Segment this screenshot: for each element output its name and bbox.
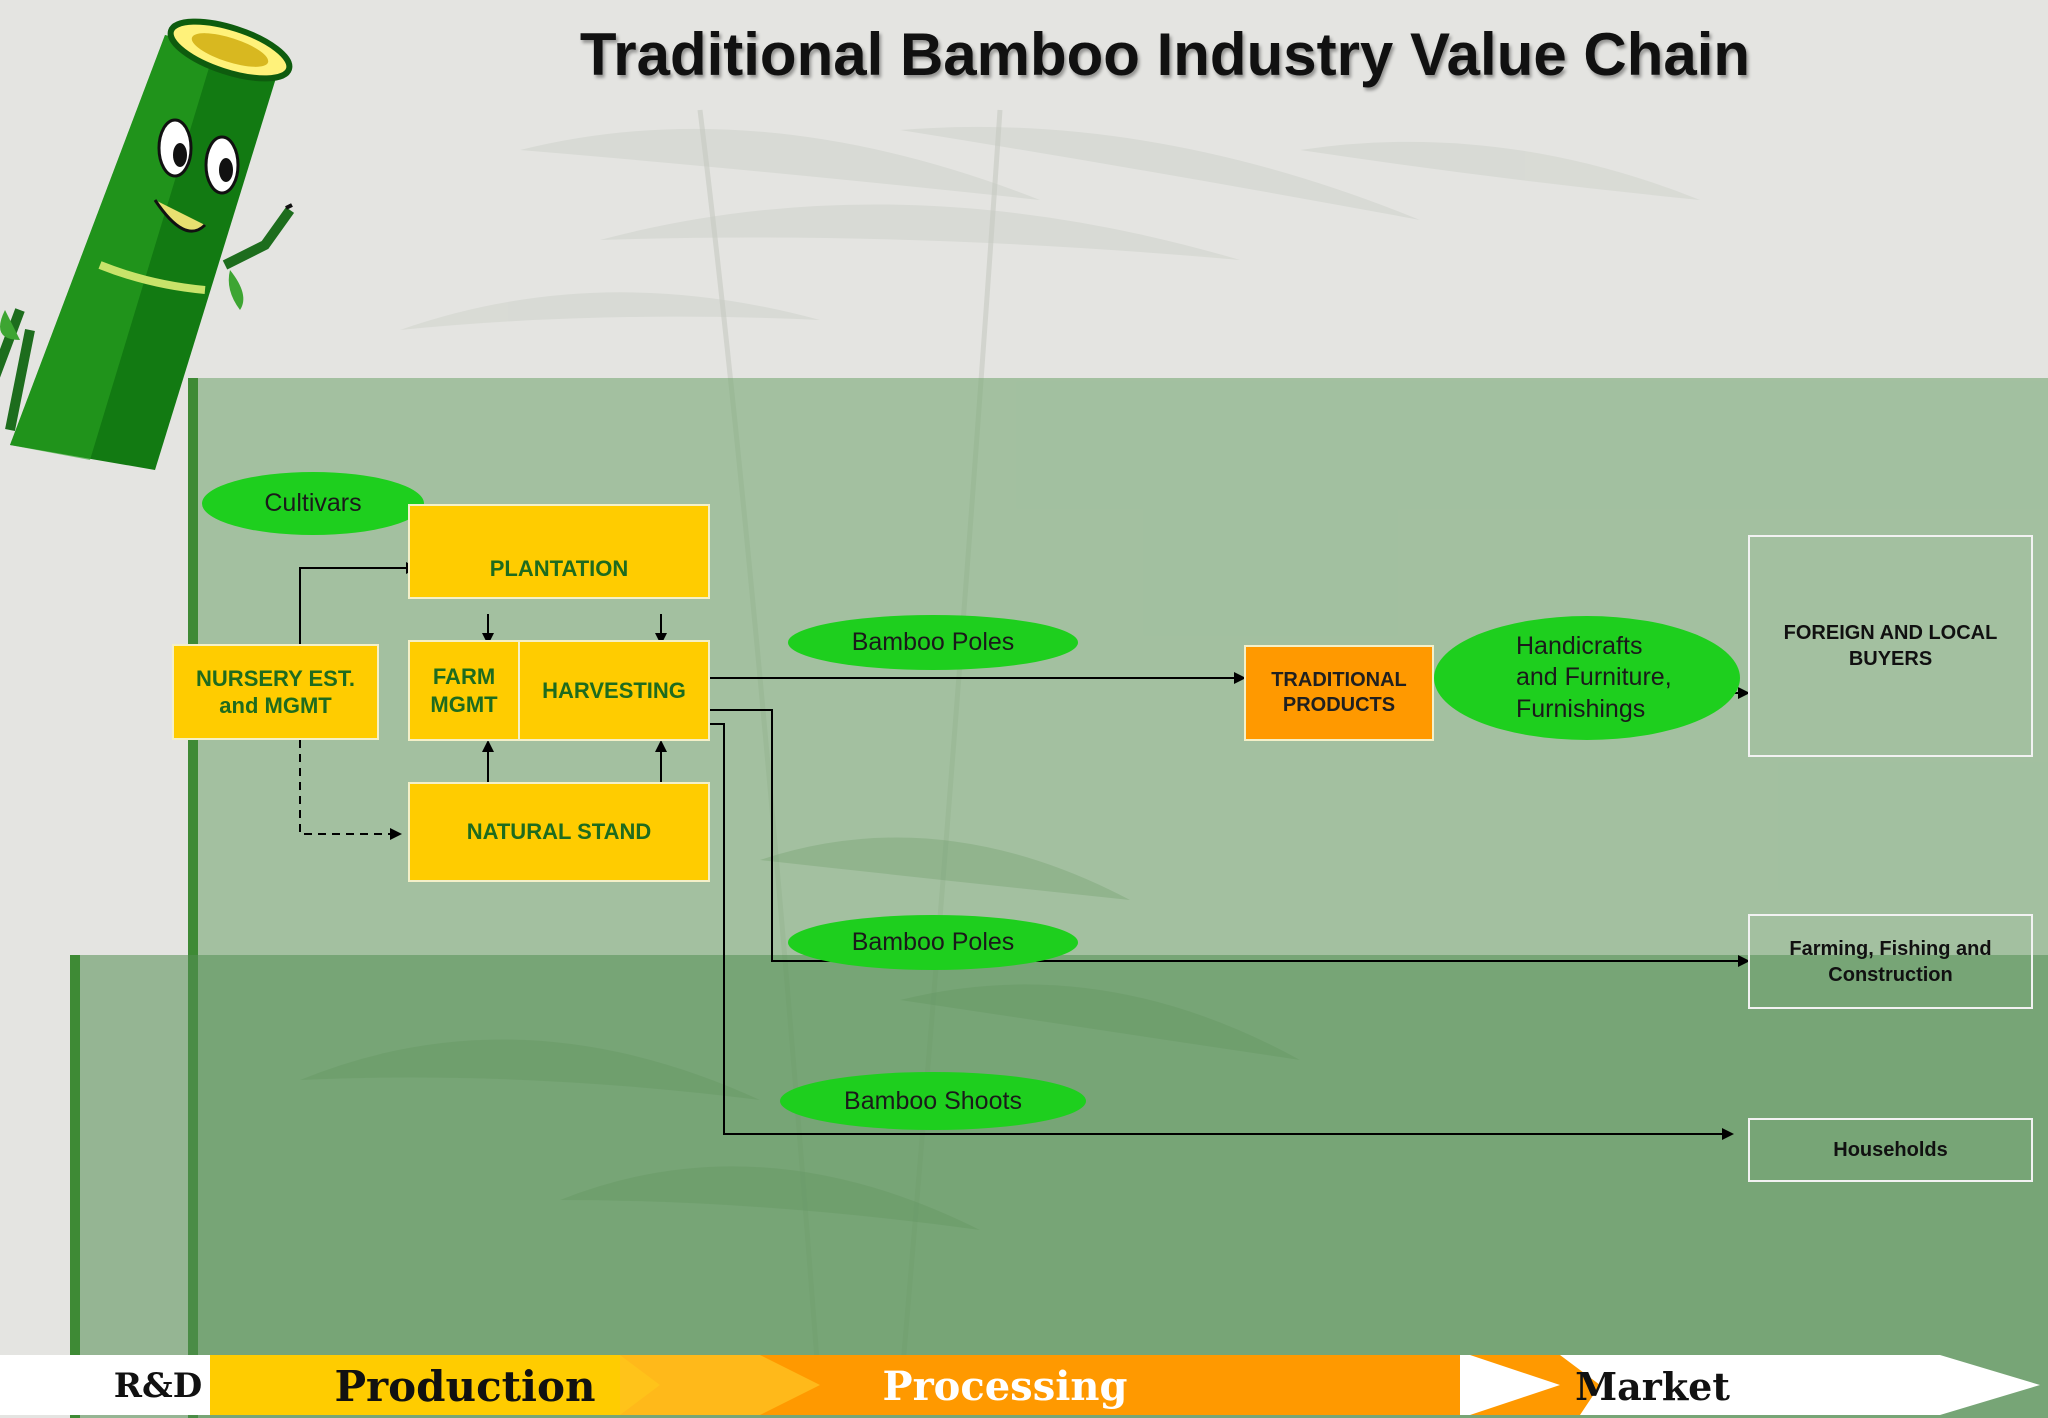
stage-rd: R&D xyxy=(113,1366,203,1406)
page-title: Traditional Bamboo Industry Value Chain xyxy=(579,21,1751,88)
plantation-box: PLANTATION xyxy=(408,504,710,599)
cultivars-ellipse: Cultivars xyxy=(202,472,424,535)
households-box: Households xyxy=(1748,1118,2033,1182)
stage-arrow-bar xyxy=(0,1355,2040,1415)
production-band-edge xyxy=(188,378,198,1418)
stage-processing: Processing xyxy=(882,1362,1128,1410)
bamboo-poles-ellipse-2: Bamboo Poles xyxy=(788,915,1078,970)
farm-mgmt-box: FARM MGMT xyxy=(408,640,520,741)
farming-fishing-box: Farming, Fishing and Construction xyxy=(1748,914,2033,1009)
foreign-local-buyers-box: FOREIGN AND LOCAL BUYERS xyxy=(1748,535,2033,757)
arrow-nursery-to-natural-stand xyxy=(299,740,402,840)
harvesting-box: HARVESTING xyxy=(518,640,710,741)
market-band xyxy=(70,955,2048,1418)
bamboo-poles-ellipse: Bamboo Poles xyxy=(788,615,1078,670)
natural-stand-box: NATURAL STAND xyxy=(408,782,710,882)
bamboo-mascot-icon xyxy=(0,18,295,470)
traditional-products-box: TRADITIONAL PRODUCTS xyxy=(1244,645,1434,741)
arrow-harvesting-to-farming-fishing xyxy=(710,709,1750,967)
handicrafts-ellipse: Handicrafts and Furniture, Furnishings xyxy=(1434,616,1740,740)
bamboo-shoots-ellipse: Bamboo Shoots xyxy=(780,1072,1086,1130)
stage-market: Market xyxy=(1575,1363,1730,1409)
nursery-box: NURSERY EST. and MGMT xyxy=(172,644,379,740)
stage-production: Production xyxy=(334,1361,596,1411)
market-band-edge xyxy=(70,955,80,1418)
arrow-harvesting-to-households xyxy=(710,723,1734,1140)
arrow-nursery-to-plantation xyxy=(299,562,418,646)
